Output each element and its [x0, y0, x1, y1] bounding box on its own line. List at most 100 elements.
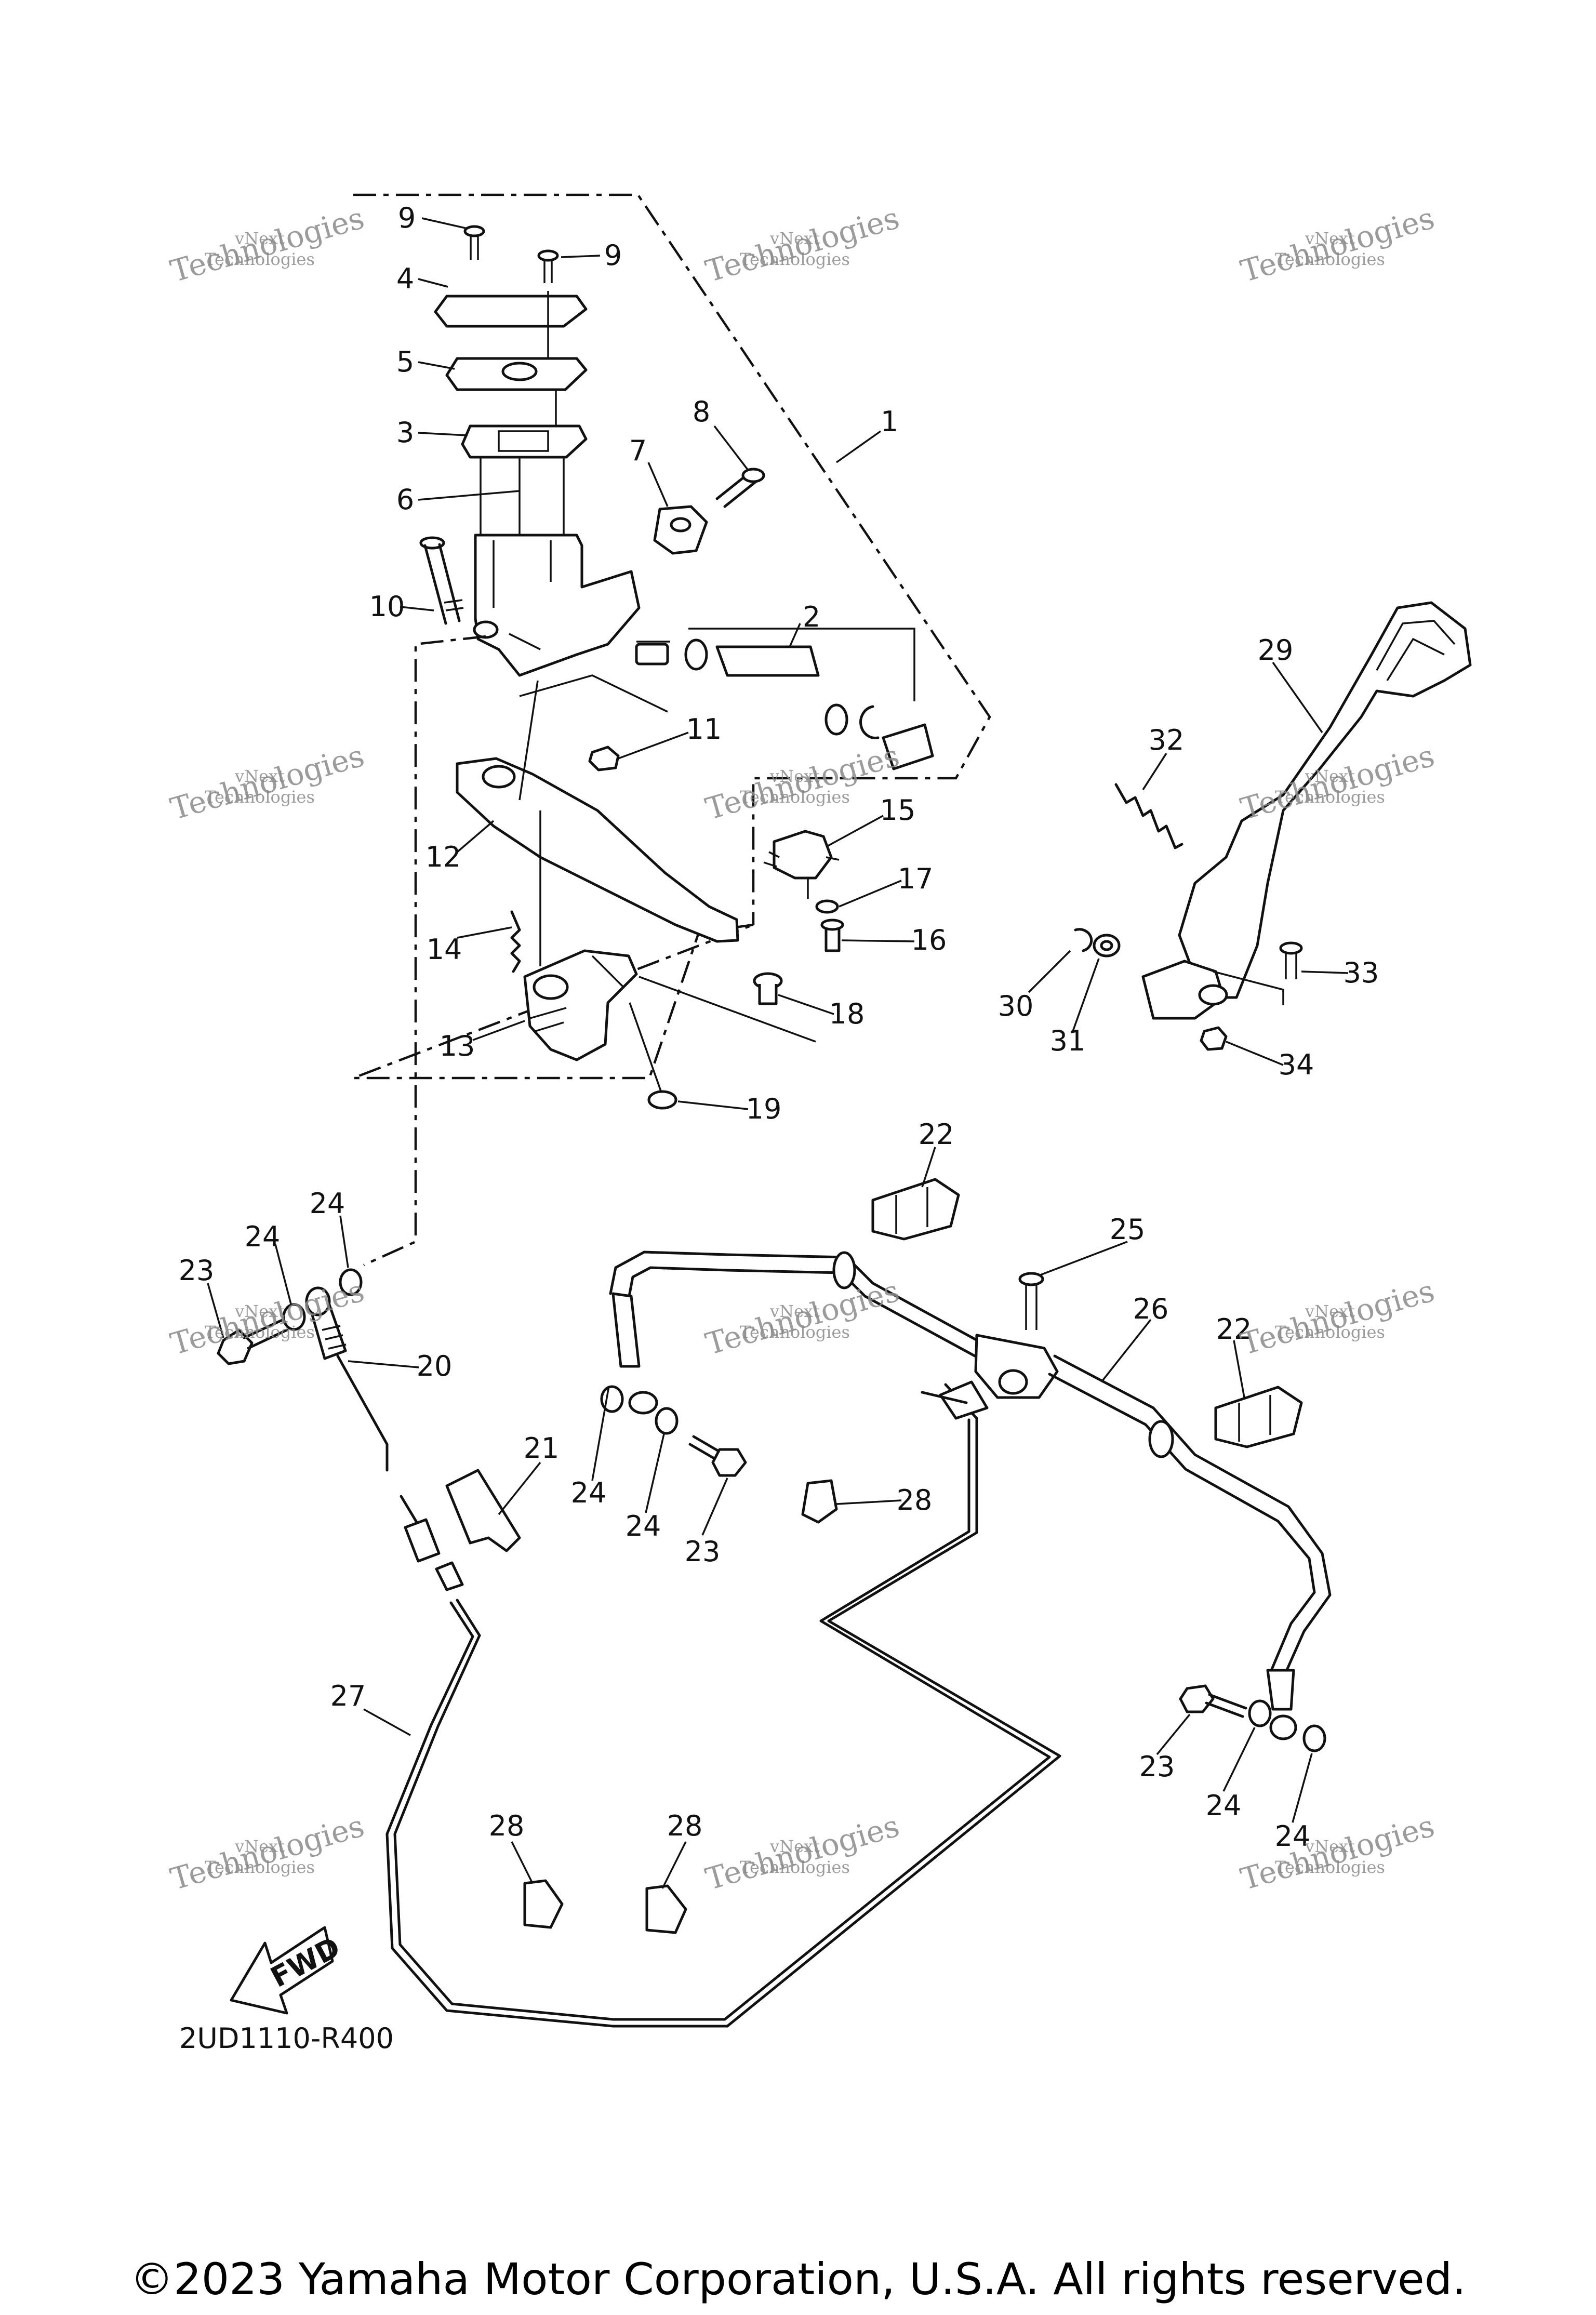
lever-pin	[753, 972, 783, 1005]
callout-18: 18	[829, 997, 865, 1030]
union-washer	[339, 1268, 363, 1296]
diaphragm-plate	[445, 357, 588, 391]
callout-28: 28	[897, 1484, 933, 1516]
diagram-code: 2UD1110-R400	[179, 2022, 394, 2055]
callout-21: 21	[524, 1432, 560, 1465]
callout-9: 9	[398, 202, 416, 234]
hose-washer	[655, 1407, 679, 1435]
brake-pedal-group	[1074, 601, 1472, 1051]
lever-spring	[510, 910, 521, 973]
pivot-nut	[588, 746, 620, 771]
boot-cap	[647, 1090, 677, 1110]
callout-34: 34	[1279, 1048, 1314, 1081]
brake-hose-rear	[1053, 1354, 1332, 1680]
callout-17: 17	[898, 862, 934, 895]
watermark-line1: vNext	[769, 229, 820, 248]
watermark-line2: Technologies	[740, 1857, 850, 1877]
callout-24: 24	[626, 1510, 661, 1542]
watermark-line1: vNext	[1305, 766, 1355, 786]
callout-1: 1	[881, 405, 898, 438]
watermark-line1: vNext	[234, 229, 285, 248]
watermark-line2: Technologies	[1275, 787, 1385, 807]
watermark-line2: Technologies	[740, 787, 850, 807]
callout-32: 32	[1149, 724, 1185, 756]
hose-clip	[445, 1469, 521, 1552]
hose-clamp	[871, 1178, 960, 1241]
watermark-line1: vNext	[234, 766, 285, 786]
callout-24: 24	[571, 1476, 607, 1509]
pivot-bolt	[419, 536, 464, 625]
master-cylinder-body	[474, 534, 641, 677]
brake-pipe	[385, 1383, 1061, 2028]
callout-2: 2	[803, 601, 820, 633]
brake-hose-front	[609, 1250, 983, 1345]
callout-3: 3	[396, 416, 414, 449]
rear-washer	[1302, 1724, 1326, 1752]
watermark-line2: Technologies	[205, 1857, 315, 1877]
pipe-clip	[801, 1479, 838, 1524]
watermark-line1: vNext	[1305, 1301, 1355, 1321]
callout-11: 11	[686, 713, 722, 746]
watermark-line2: Technologies	[740, 1322, 850, 1342]
diaphragm	[461, 424, 588, 459]
copyright-notice: ©2023 Yamaha Motor Corporation, U.S.A. A…	[130, 2254, 1466, 2305]
pedal-nut	[1200, 1026, 1228, 1051]
callout-19: 19	[746, 1093, 782, 1125]
callout-24: 24	[310, 1187, 345, 1220]
screw-9-right	[537, 249, 559, 283]
callout-29: 29	[1258, 634, 1294, 667]
callout-23: 23	[1139, 1750, 1175, 1783]
watermark-line1: vNext	[769, 1301, 820, 1321]
assembly-boundary-outline	[353, 193, 991, 1080]
callout-16: 16	[911, 924, 947, 956]
pipe-clip	[523, 1879, 564, 1929]
callout-23: 23	[685, 1535, 721, 1568]
joint-bolt	[1018, 1272, 1044, 1286]
switch-washer	[815, 899, 839, 914]
watermark-line2: Technologies	[205, 1322, 315, 1342]
watermark-line2: Technologies	[740, 249, 850, 269]
brake-pedal	[1178, 601, 1472, 999]
callout-4: 4	[396, 262, 414, 295]
reservoir-cap	[434, 295, 588, 328]
forward-arrow-icon: FWD	[230, 1926, 345, 2015]
watermark-line1: vNext	[1305, 229, 1355, 248]
callout-5: 5	[396, 345, 414, 378]
watermark-line2: Technologies	[205, 787, 315, 807]
pedal-clip	[1074, 928, 1093, 952]
union-washer	[282, 1303, 306, 1331]
watermark-line1: vNext	[1305, 1837, 1355, 1856]
callout-20: 20	[417, 1350, 453, 1382]
watermark-line2: Technologies	[1275, 1322, 1385, 1342]
callout-9: 9	[604, 239, 622, 272]
watermark-line1: vNext	[234, 1301, 285, 1321]
watermark-line2: Technologies	[1275, 249, 1385, 269]
brake-hose-group	[217, 635, 1332, 2028]
hose-clamp	[1214, 1386, 1303, 1448]
callout-8: 8	[693, 395, 710, 428]
callout-23: 23	[179, 1254, 215, 1287]
callout-27: 27	[330, 1680, 366, 1712]
watermark-line1: vNext	[769, 1837, 820, 1856]
rear-washer	[1248, 1699, 1272, 1727]
pedal-washer	[1093, 934, 1121, 957]
callout-14: 14	[427, 933, 462, 966]
callout-7: 7	[629, 434, 647, 467]
callout-28: 28	[489, 1810, 525, 1842]
callout-25: 25	[1110, 1213, 1146, 1246]
master-cylinder-group	[419, 225, 934, 1110]
callout-13: 13	[440, 1030, 475, 1062]
pedal-bolt	[1279, 941, 1303, 955]
